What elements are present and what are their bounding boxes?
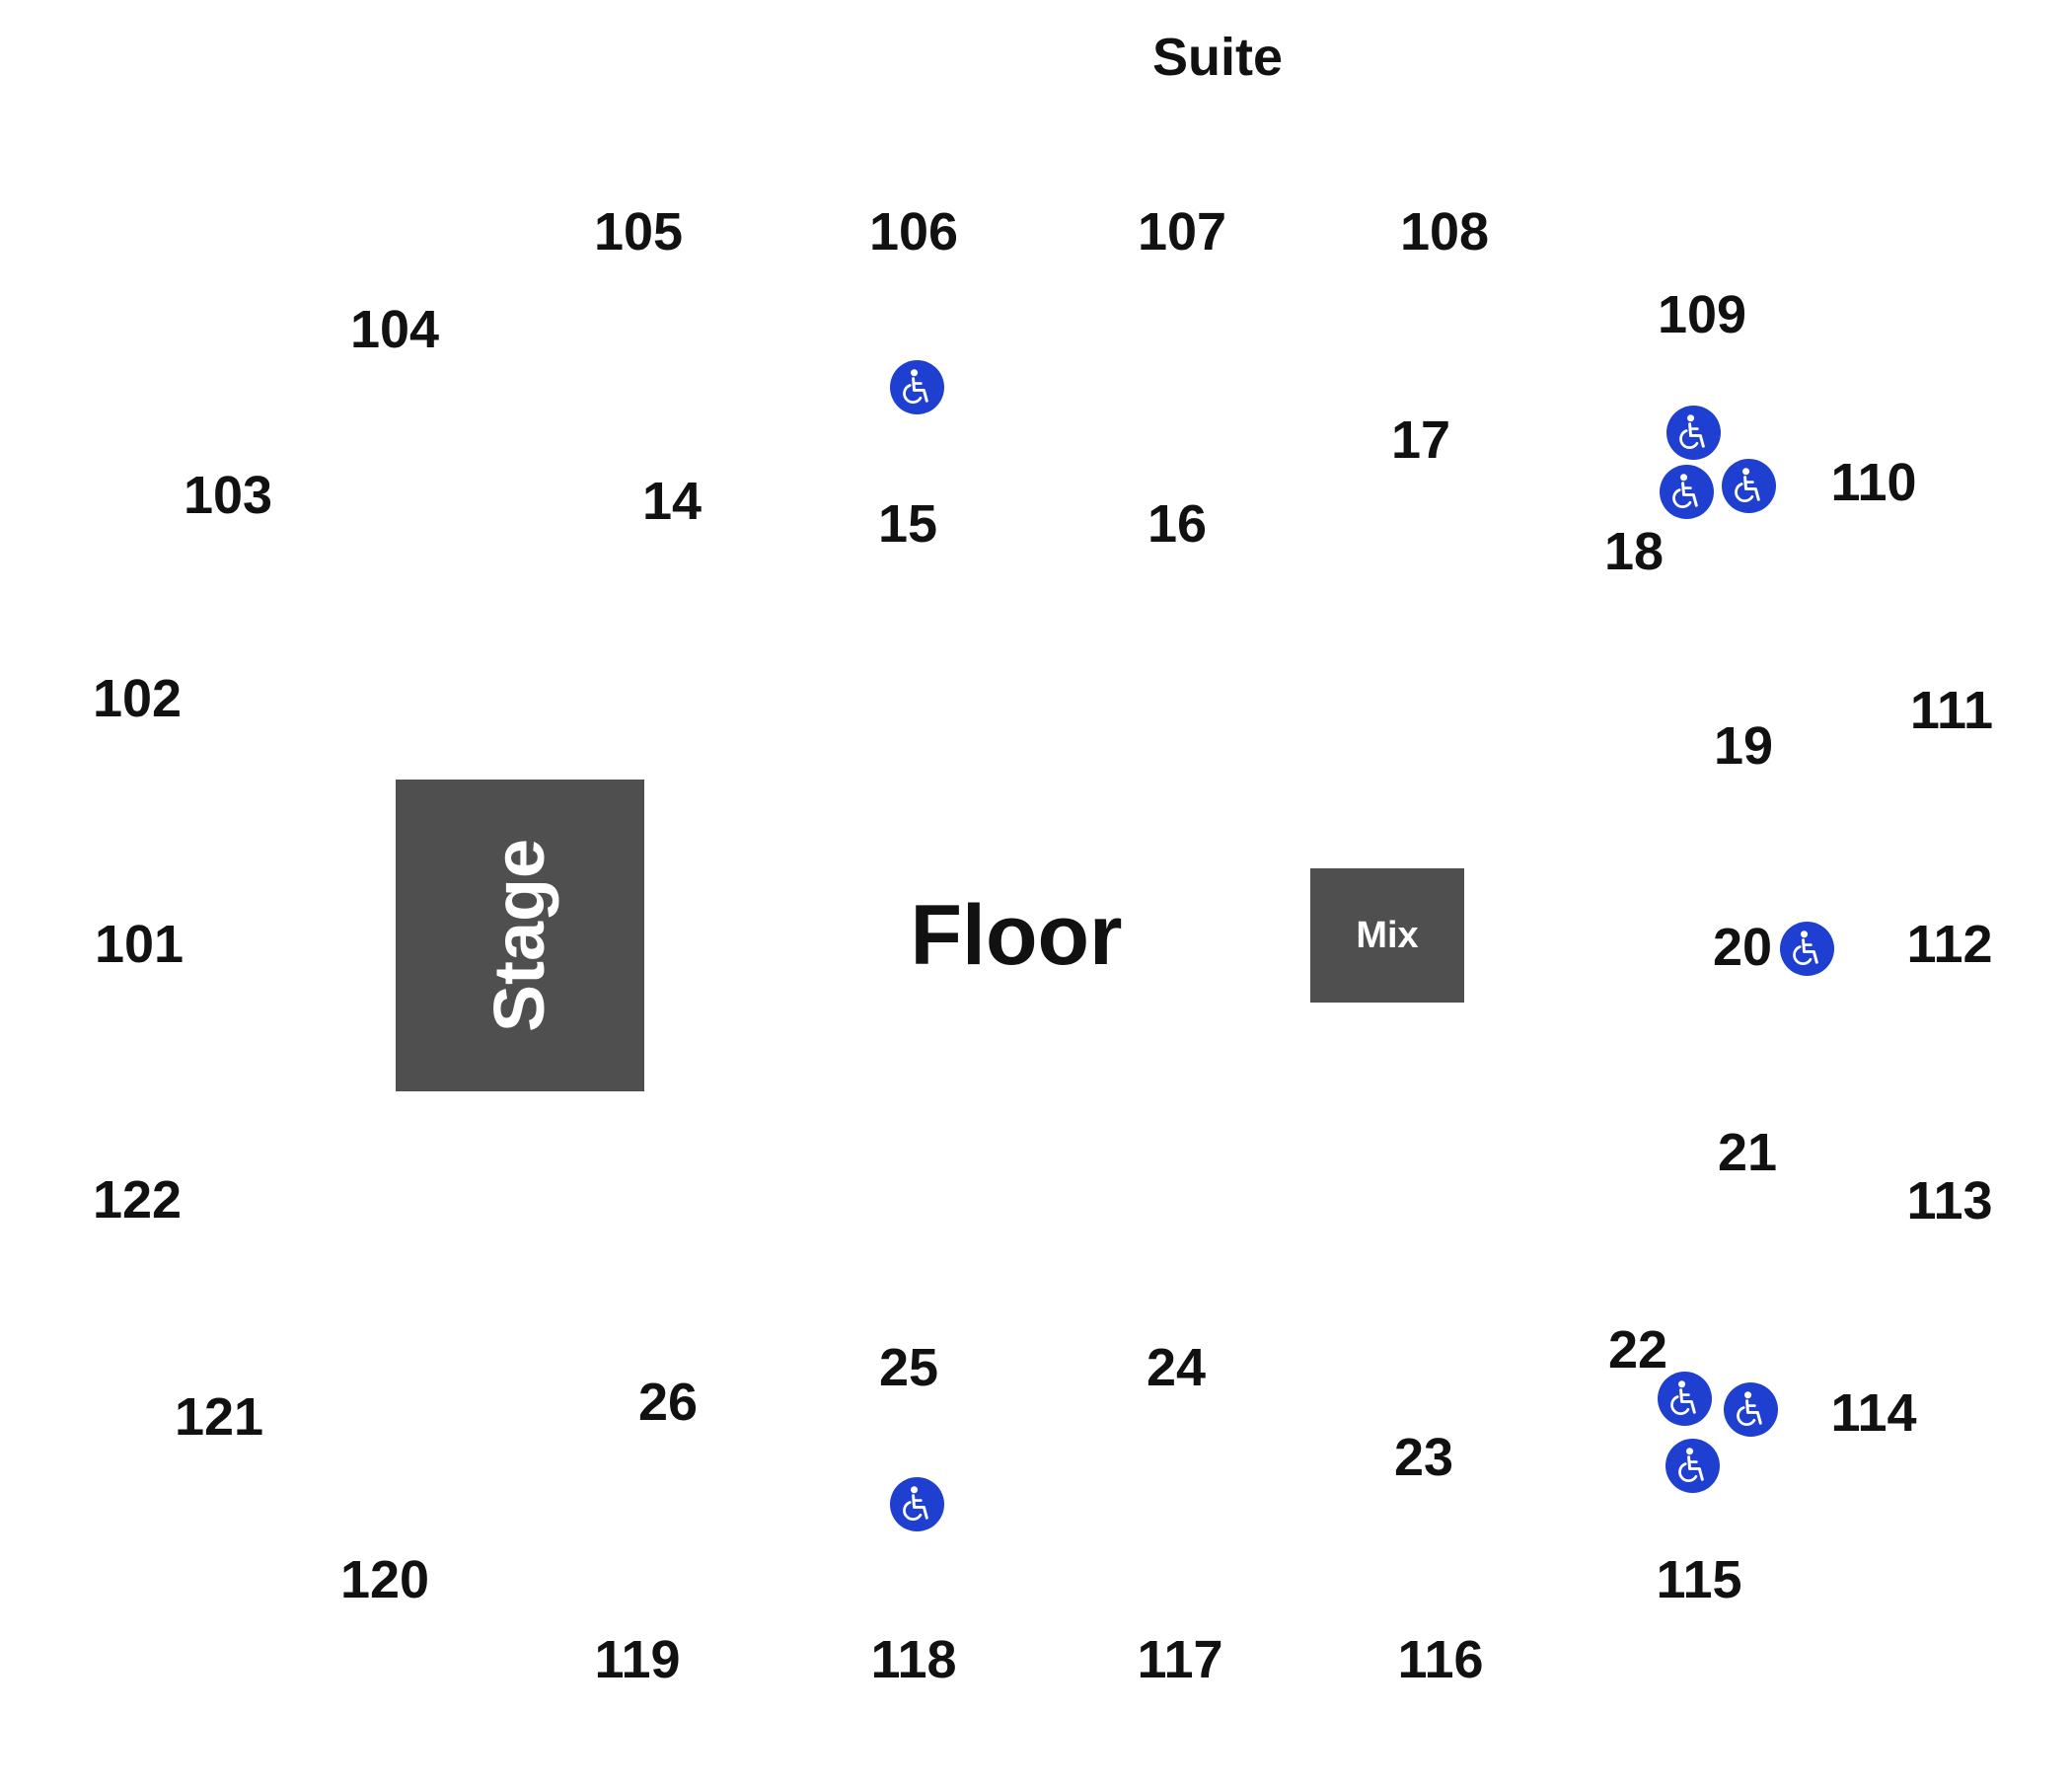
- section-111[interactable]: 111: [1909, 681, 1994, 740]
- section-107[interactable]: 107: [1137, 202, 1227, 261]
- wheelchair-icon[interactable]: [1665, 405, 1721, 460]
- section-115[interactable]: 115: [1656, 1550, 1742, 1609]
- mix-label: Mix: [1356, 915, 1419, 956]
- wheelchair-icon[interactable]: [1723, 1381, 1778, 1437]
- mix-position: Mix: [1310, 868, 1464, 1003]
- section-119[interactable]: 119: [594, 1630, 681, 1689]
- section-114[interactable]: 114: [1830, 1383, 1917, 1443]
- stage: Stage: [396, 780, 644, 1091]
- section-17[interactable]: 17: [1390, 410, 1451, 470]
- section-103[interactable]: 103: [183, 466, 273, 525]
- suite-label[interactable]: Suite: [1151, 28, 1284, 87]
- section-116[interactable]: 116: [1397, 1630, 1484, 1689]
- section-109[interactable]: 109: [1657, 285, 1747, 344]
- wheelchair-icon[interactable]: [889, 359, 944, 414]
- wheelchair-glyph: [1677, 1447, 1704, 1482]
- section-20[interactable]: 20: [1712, 918, 1773, 977]
- section-26[interactable]: 26: [637, 1373, 699, 1432]
- section-101[interactable]: 101: [94, 915, 185, 974]
- section-24[interactable]: 24: [1146, 1338, 1207, 1397]
- section-104[interactable]: 104: [349, 300, 440, 359]
- wheelchair-icon[interactable]: [889, 1476, 944, 1531]
- section-122[interactable]: 122: [92, 1170, 183, 1229]
- section-15[interactable]: 15: [877, 494, 938, 554]
- section-110[interactable]: 110: [1830, 453, 1917, 512]
- section-22[interactable]: 22: [1607, 1320, 1668, 1379]
- section-21[interactable]: 21: [1717, 1123, 1778, 1182]
- section-23[interactable]: 23: [1393, 1428, 1454, 1487]
- section-118[interactable]: 118: [870, 1630, 957, 1689]
- section-121[interactable]: 121: [174, 1387, 264, 1447]
- section-112[interactable]: 112: [1906, 915, 1993, 974]
- section-16[interactable]: 16: [1147, 494, 1208, 554]
- section-102[interactable]: 102: [92, 669, 183, 728]
- wheelchair-glyph: [902, 368, 928, 404]
- section-18[interactable]: 18: [1603, 522, 1665, 581]
- wheelchair-icon[interactable]: [1779, 921, 1834, 976]
- wheelchair-glyph: [902, 1485, 928, 1521]
- section-117[interactable]: 117: [1137, 1630, 1223, 1689]
- stage-label: Stage: [481, 838, 559, 1033]
- wheelchair-icon[interactable]: [1665, 1438, 1720, 1493]
- wheelchair-icon[interactable]: [1657, 1371, 1712, 1426]
- section-120[interactable]: 120: [339, 1550, 430, 1609]
- wheelchair-glyph: [1792, 930, 1818, 965]
- wheelchair-glyph: [1736, 1390, 1762, 1426]
- wheelchair-glyph: [1734, 467, 1760, 502]
- wheelchair-glyph: [1669, 1379, 1696, 1415]
- section-105[interactable]: 105: [593, 202, 684, 261]
- wheelchair-glyph: [1678, 413, 1705, 449]
- section-106[interactable]: 106: [868, 202, 959, 261]
- section-25[interactable]: 25: [878, 1338, 939, 1397]
- wheelchair-icon[interactable]: [1721, 458, 1776, 513]
- section-19[interactable]: 19: [1713, 716, 1774, 776]
- wheelchair-glyph: [1671, 473, 1698, 508]
- floor-section[interactable]: Floor: [910, 888, 1123, 983]
- wheelchair-icon[interactable]: [1659, 464, 1714, 519]
- section-113[interactable]: 113: [1906, 1171, 1993, 1230]
- section-108[interactable]: 108: [1399, 202, 1490, 261]
- section-14[interactable]: 14: [641, 472, 703, 531]
